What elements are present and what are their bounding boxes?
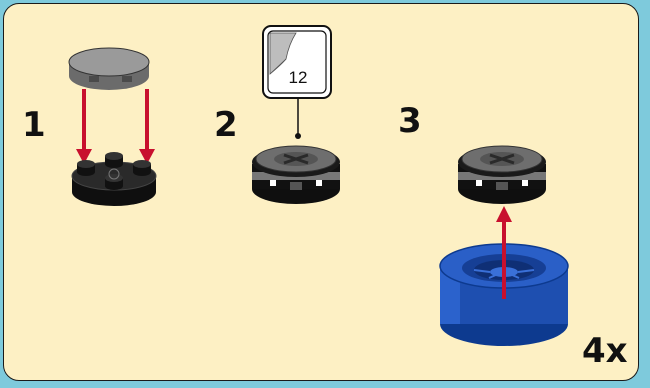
step-2-number: 2 <box>214 105 238 145</box>
step-1-number: 1 <box>22 105 46 145</box>
instruction-panel: 12 <box>3 3 639 381</box>
arrow-up-icon <box>496 206 512 299</box>
step-3-number: 3 <box>398 101 422 141</box>
arrow-down-icon <box>76 89 155 164</box>
sticker-number: 12 <box>289 68 308 87</box>
assembled-part-icon <box>252 145 340 204</box>
round-plate-icon <box>71 152 157 206</box>
round-tile-icon <box>68 47 150 90</box>
wheel-hub-icon <box>458 145 546 204</box>
sticker-icon <box>262 25 332 99</box>
sticker-pointer-dot <box>295 133 301 139</box>
quantity-multiplier: 4x <box>582 331 628 371</box>
instruction-scene: 12 <box>68 25 569 346</box>
